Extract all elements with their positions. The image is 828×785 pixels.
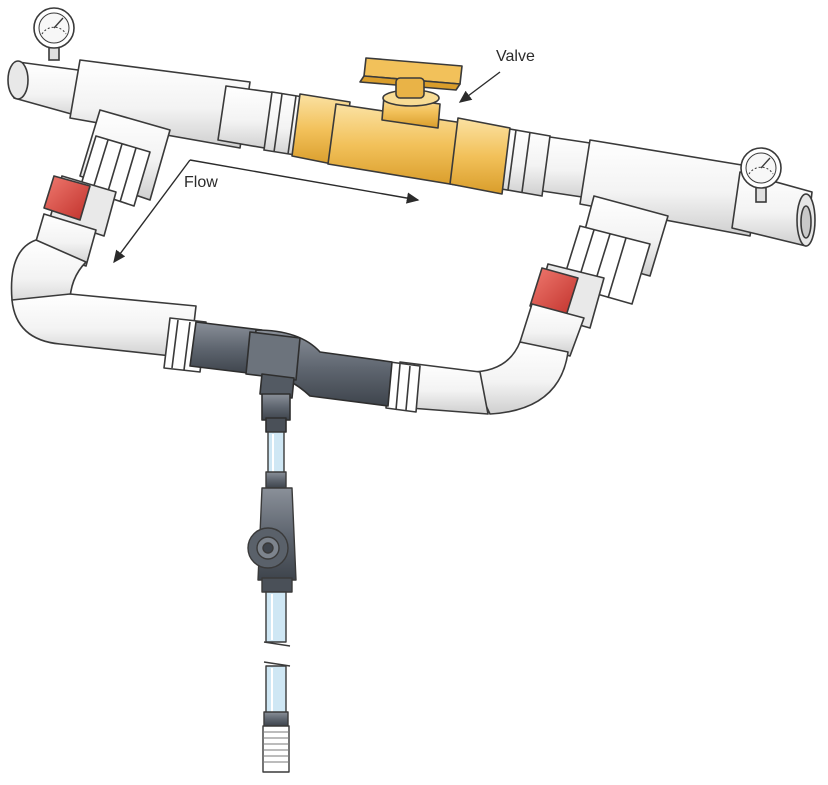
- right-branch-pipe: [469, 195, 669, 415]
- flow-arrow: [113, 159, 420, 264]
- pressure-gauge-right: [740, 147, 782, 203]
- suction-line: [247, 431, 297, 773]
- pressure-gauge-left: [33, 7, 75, 61]
- flow-label: Flow: [184, 174, 218, 191]
- brass-ball-valve: [291, 57, 511, 195]
- valve-label: Valve: [496, 48, 535, 65]
- venturi-injector: [189, 321, 393, 433]
- bottom-pipe-right: [385, 361, 489, 415]
- left-branch-pipe: [10, 109, 171, 311]
- bottom-pipe-left: [11, 293, 207, 373]
- valve-callout-arrow: [458, 71, 501, 103]
